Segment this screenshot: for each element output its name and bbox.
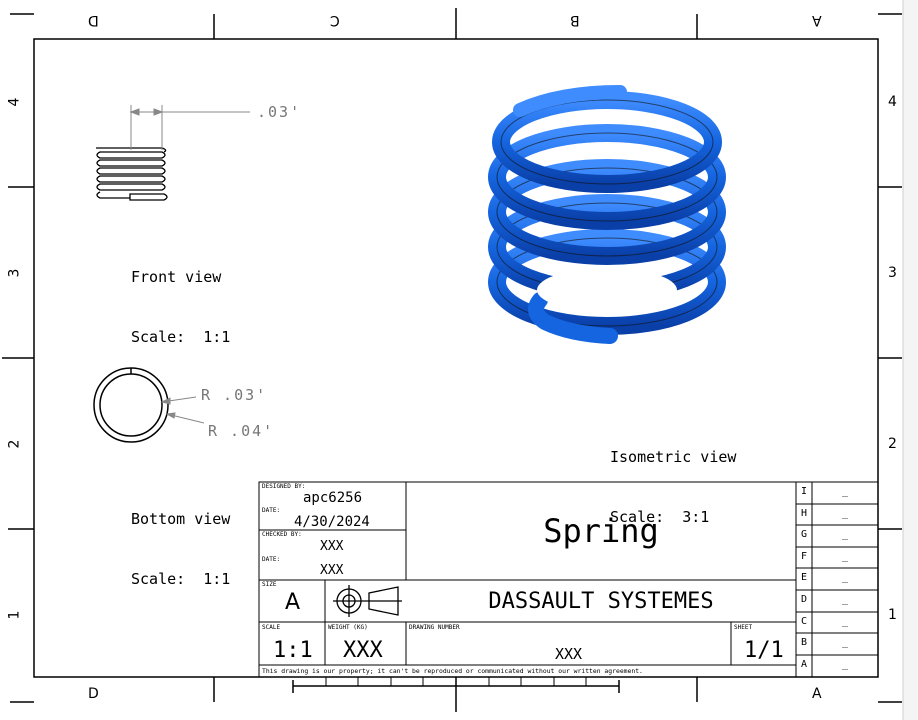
- bottom-view-name: Bottom view: [131, 510, 231, 528]
- revision-letter: D: [800, 594, 808, 605]
- front-view-name: Front view: [131, 268, 222, 286]
- bottom-dim-outer: R .04': [208, 422, 275, 440]
- revision-value: _: [841, 658, 849, 670]
- scale-label: SCALE: [262, 624, 281, 631]
- isometric-spring: [488, 85, 726, 344]
- bottom-view-scale: Scale: 1:1: [131, 570, 231, 588]
- revision-letter: H: [800, 507, 808, 519]
- date2-value: XXX: [320, 563, 344, 578]
- isometric-view-name: Isometric view: [610, 448, 737, 466]
- zone-left-2: 2: [6, 439, 23, 449]
- sheet-value: 1/1: [744, 638, 784, 663]
- front-view-label: Front view Scale: 1:1: [131, 227, 230, 367]
- zone-left-1: 1: [6, 610, 23, 620]
- bottom-view-rings: [93, 367, 169, 443]
- zone-right-1: 1: [888, 607, 897, 623]
- disclaimer: This drawing is our property; it can't b…: [262, 667, 643, 675]
- zone-right-4: 4: [888, 94, 897, 110]
- title-block-lines: [258, 481, 879, 678]
- zone-bottom-d: D: [88, 686, 99, 702]
- revision-value: _: [841, 507, 849, 519]
- revision-value: _: [841, 486, 849, 497]
- projection-symbol: [333, 585, 402, 617]
- revision-value: _: [841, 637, 849, 649]
- revision-letter: I: [800, 486, 808, 497]
- revision-letter: G: [800, 529, 808, 541]
- checked-by-label: CHECKED BY:: [262, 531, 302, 538]
- bottom-dim-inner: R .03': [201, 386, 268, 404]
- revision-value: _: [841, 594, 849, 605]
- front-dimension-text: .03': [257, 103, 302, 121]
- scale-ruler: [292, 677, 620, 693]
- weight-value: XXX: [343, 638, 383, 663]
- date-value: 4/30/2024: [294, 514, 370, 530]
- revision-value: _: [841, 550, 849, 562]
- revision-value: _: [841, 529, 849, 541]
- zone-left-4: 4: [6, 97, 23, 107]
- checked-by-value: XXX: [320, 539, 344, 554]
- bottom-view-leaders: [160, 396, 205, 424]
- revision-letter: F: [800, 550, 808, 562]
- revision-letter: A: [800, 658, 808, 670]
- zone-top-a: A: [812, 12, 822, 28]
- zone-top-c: C: [330, 12, 340, 28]
- weight-label: WEIGHT (kg): [328, 624, 368, 631]
- revision-letter: E: [800, 572, 808, 584]
- date2-label: DATE:: [262, 556, 281, 563]
- revision-value: _: [841, 615, 849, 627]
- company-name: DASSAULT SYSTEMES: [488, 589, 714, 614]
- front-view-scale: Scale: 1:1: [131, 328, 231, 346]
- designed-by-label: DESIGNED BY:: [262, 483, 306, 490]
- zone-right-2: 2: [888, 436, 897, 452]
- drawing-number-value: XXX: [554, 645, 583, 663]
- revision-letter: C: [800, 615, 808, 627]
- zone-top-d: D: [88, 12, 99, 28]
- zone-top-b: B: [570, 12, 580, 28]
- designed-by-value: apc6256: [303, 490, 363, 506]
- zone-left-3: 3: [6, 268, 23, 278]
- revision-letter: B: [800, 637, 808, 649]
- front-view-dimension: [129, 105, 250, 150]
- drawing-number-label: DRAWING NUMBER: [409, 624, 460, 631]
- size-label: SIZE: [262, 581, 277, 588]
- drawing-title: Spring: [543, 512, 659, 550]
- size-value: A: [285, 590, 301, 615]
- isometric-view-scale: Scale: 3:1: [610, 508, 710, 526]
- sheet-label: SHEET: [734, 624, 753, 631]
- vertical-scrollbar[interactable]: [903, 0, 918, 720]
- front-view-spring: [96, 147, 168, 201]
- zone-right-3: 3: [888, 265, 897, 281]
- scale-value: 1:1: [273, 638, 313, 663]
- bottom-view-label: Bottom view Scale: 1:1: [131, 469, 230, 609]
- zone-bottom-a: A: [812, 686, 822, 702]
- date-label: DATE:: [262, 507, 281, 514]
- revision-value: _: [841, 572, 849, 584]
- isometric-view-label: Isometric view Scale: 3:1: [610, 407, 736, 547]
